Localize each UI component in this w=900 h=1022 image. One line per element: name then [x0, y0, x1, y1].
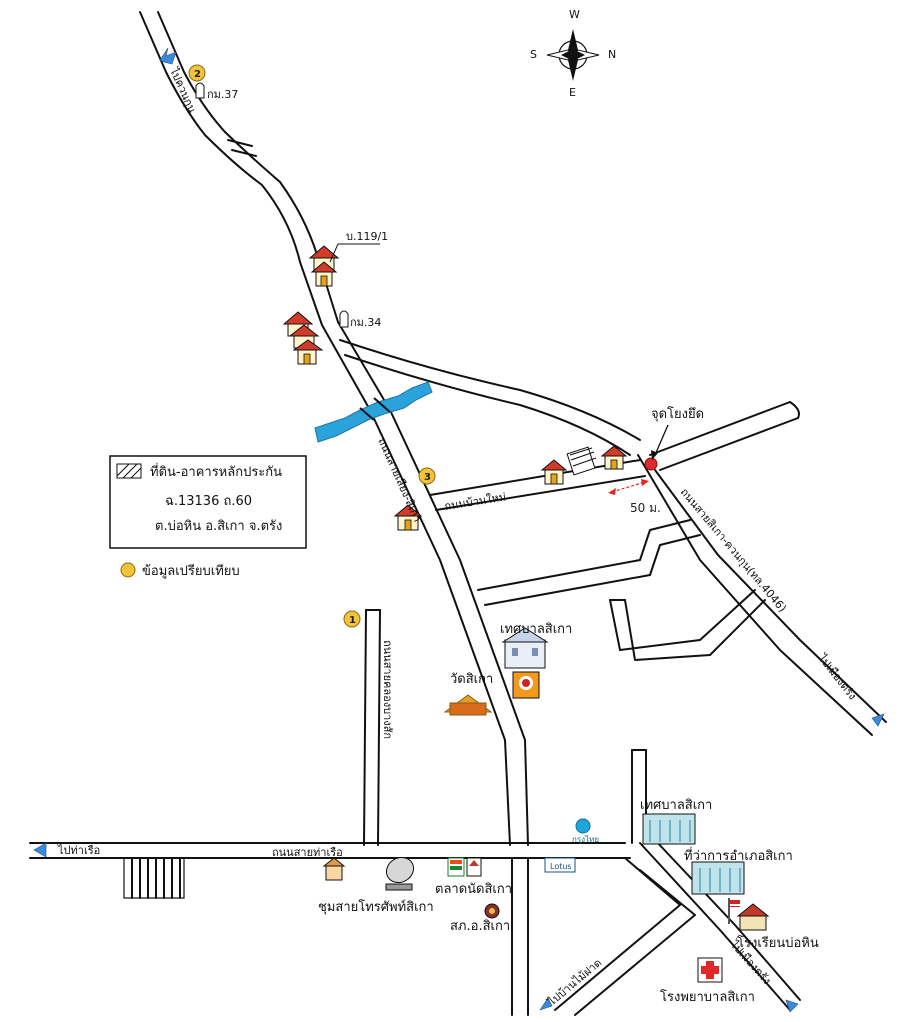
comparison-marker-3: 3	[418, 467, 436, 485]
legend-title-deed-label: ฉ.13136 ถ.60	[165, 494, 252, 509]
arrow-to-trang-bottom	[785, 999, 799, 1013]
svg-text:Lotus: Lotus	[550, 862, 572, 871]
legend: ที่ดิน-อาคารหลักประกัน ฉ.13136 ถ.60 ต.บ่…	[109, 455, 307, 579]
km37-label: กม.37	[207, 88, 238, 101]
lotus-icon: Lotus	[544, 857, 576, 873]
junction-label: จุดโยงยึด	[651, 406, 704, 422]
market-icon	[466, 857, 482, 877]
to-trang-label: ไปเมืองตรัง	[815, 651, 859, 702]
road-main-diagonal	[321, 321, 529, 846]
municipality-2-label: เทศบาลสิเกา	[640, 798, 712, 813]
house-icon	[600, 445, 628, 470]
legend-marker-label: ข้อมูลเปรียบเทียบ	[142, 563, 240, 579]
km-marker-icon	[195, 82, 205, 99]
hospital-label: โรงพยาบาลสิเกา	[660, 989, 755, 1005]
distance-label: 50 ม.	[630, 501, 661, 515]
road-bottom-left	[511, 857, 696, 1016]
school-icon	[728, 898, 770, 931]
compass-icon	[546, 29, 600, 81]
road-bottom-right	[639, 839, 801, 1011]
km-marker-icon	[339, 310, 349, 328]
satellite-dish-icon	[385, 856, 415, 891]
svg-text:1: 1	[349, 615, 356, 626]
collateral-building-icon	[566, 446, 597, 476]
temple-icon	[443, 694, 493, 716]
municipality-1-label: เทศบาลสิเกา	[500, 622, 572, 637]
km34-label: กม.34	[350, 316, 381, 329]
compass-w: W	[569, 8, 580, 21]
district-office-label: ที่ว่าการอำเภอสิเกา	[684, 847, 793, 864]
road-ban-mai-label: ถนนบ้านใหม่	[443, 490, 507, 513]
road-main-label: ถนนสายเสียง-สิเกา	[375, 436, 424, 524]
svg-text:2: 2	[194, 69, 201, 80]
hospital-icon	[697, 957, 723, 983]
school-label: โรงเรียนบ่อหิน	[737, 935, 819, 951]
to-ban-label: ไปบ้านไม้ฝาด	[545, 956, 604, 1009]
road-vertical-left	[363, 609, 381, 846]
arrow-to-ban	[539, 997, 553, 1011]
compass-e: E	[569, 86, 576, 99]
svg-text:กรุงไทย: กรุงไทย	[572, 835, 599, 844]
road-northwest	[139, 11, 339, 326]
house-icon	[322, 857, 346, 881]
municipality-2-building-icon	[642, 813, 696, 845]
police-icon	[484, 903, 500, 919]
distance-arrow	[608, 479, 649, 495]
arrow-to-trang-right	[871, 713, 885, 727]
district-office-icon	[691, 861, 745, 895]
hatching-block	[123, 857, 185, 899]
police-label: สภ.อ.สิเกา	[450, 919, 510, 934]
road-port-label: ถนนสายท่าเรือ	[272, 846, 343, 859]
house-icon	[393, 504, 423, 531]
house-icon	[540, 459, 568, 485]
road-4046	[637, 454, 887, 736]
seven-eleven-icon	[447, 857, 465, 877]
house-icon	[308, 245, 340, 287]
arrow-to-port	[33, 842, 47, 858]
compass-n: N	[608, 48, 616, 61]
house-icon	[282, 311, 324, 365]
market-label: ตลาดนัดสิเกา	[435, 882, 512, 897]
house-number-label: บ.119/1	[346, 230, 388, 243]
legend-collateral-label: ที่ดิน-อาคารหลักประกัน	[150, 463, 282, 480]
comparison-marker-1: 1	[343, 610, 361, 628]
svg-text:3: 3	[424, 472, 431, 483]
bank-icon: กรุงไทย	[572, 818, 599, 844]
telephone-label: ชุมสายโทรศัพท์สิเกา	[318, 899, 434, 915]
temple-label: วัดสิเกา	[450, 672, 493, 687]
comparison-marker-2: 2	[188, 64, 206, 82]
municipality-building-icon	[501, 627, 549, 669]
road-upper-east	[339, 339, 641, 456]
road-internal-loop	[477, 519, 766, 661]
arrow-to-kuankun	[159, 47, 177, 65]
gas-station-icon	[512, 671, 540, 699]
to-port-label: ไปท่าเรือ	[57, 844, 100, 857]
river	[314, 381, 433, 443]
road-to-northeast	[649, 401, 800, 471]
compass-s: S	[530, 48, 537, 61]
reference-point-pin-icon	[644, 424, 669, 471]
road-vertical-label: ถนนสายคลองบางสัก	[381, 640, 394, 739]
legend-address-label: ต.บ่อหิน อ.สิเกา จ.ตรัง	[155, 519, 282, 534]
